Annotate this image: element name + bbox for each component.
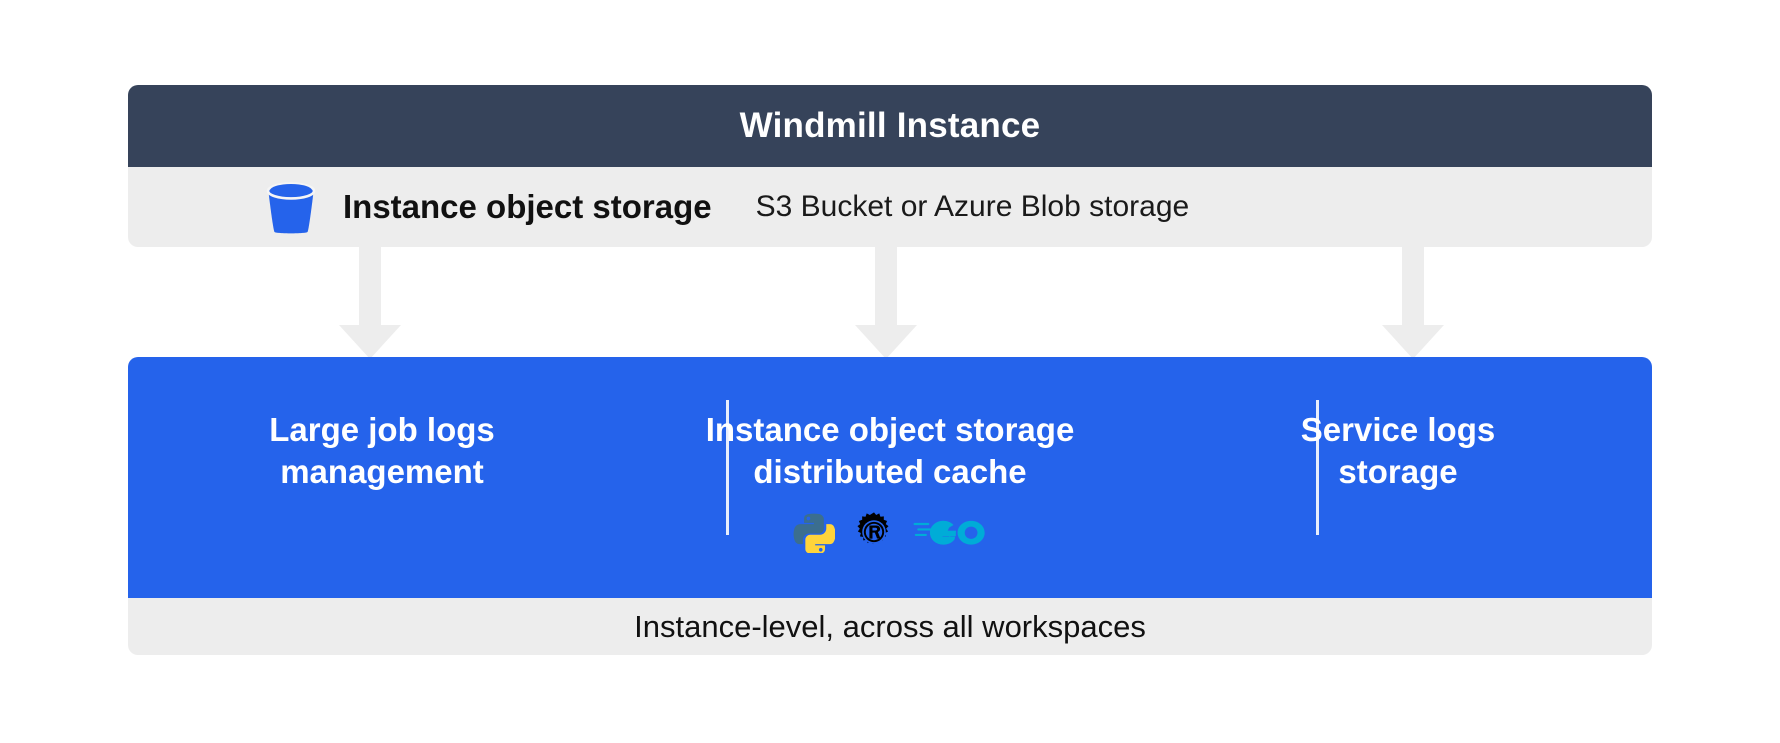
- instance-header: Windmill Instance: [128, 85, 1652, 167]
- arrow-shaft: [875, 247, 897, 325]
- instance-card: Windmill Instance Instance object storag…: [128, 85, 1652, 247]
- arrow-head-icon: [339, 325, 401, 359]
- object-storage-label: Instance object storage: [343, 188, 712, 225]
- scope-label: Instance-level, across all workspaces: [634, 608, 1146, 644]
- bucket-icon: [263, 182, 319, 234]
- feature-title: Large job logs management: [269, 411, 495, 491]
- arrow-head-icon: [1382, 325, 1444, 359]
- arrow-shaft: [359, 247, 381, 325]
- feature-title: Instance object storage distributed cach…: [705, 411, 1075, 491]
- arrow-to-service-logs: [1382, 247, 1444, 359]
- arrow-head-icon: [855, 325, 917, 359]
- scope-footer: Instance-level, across all workspaces: [128, 598, 1652, 655]
- arrow-to-distributed-cache: [855, 247, 917, 359]
- python-logo-icon: [793, 511, 836, 558]
- features-panel: Large job logs management Instance objec…: [128, 357, 1652, 598]
- go-logo-icon: [913, 515, 987, 554]
- feature-column-service-logs: Service logs storage: [1144, 357, 1652, 493]
- object-storage-note: S3 Bucket or Azure Blob storage: [755, 190, 1190, 223]
- rust-logo-icon: [853, 511, 895, 558]
- arrow-shaft: [1402, 247, 1424, 325]
- feature-column-distributed-cache: Instance object storage distributed cach…: [636, 357, 1144, 557]
- column-divider: [726, 400, 729, 535]
- column-divider: [1316, 400, 1319, 535]
- feature-column-large-job-logs: Large job logs management: [128, 357, 636, 493]
- arrow-to-large-job-logs: [339, 247, 401, 359]
- object-storage-row: Instance object storage S3 Bucket or Azu…: [128, 167, 1652, 247]
- page-title: Windmill Instance: [739, 106, 1041, 145]
- feature-title: Service logs storage: [1300, 411, 1496, 491]
- language-logos: [793, 511, 987, 557]
